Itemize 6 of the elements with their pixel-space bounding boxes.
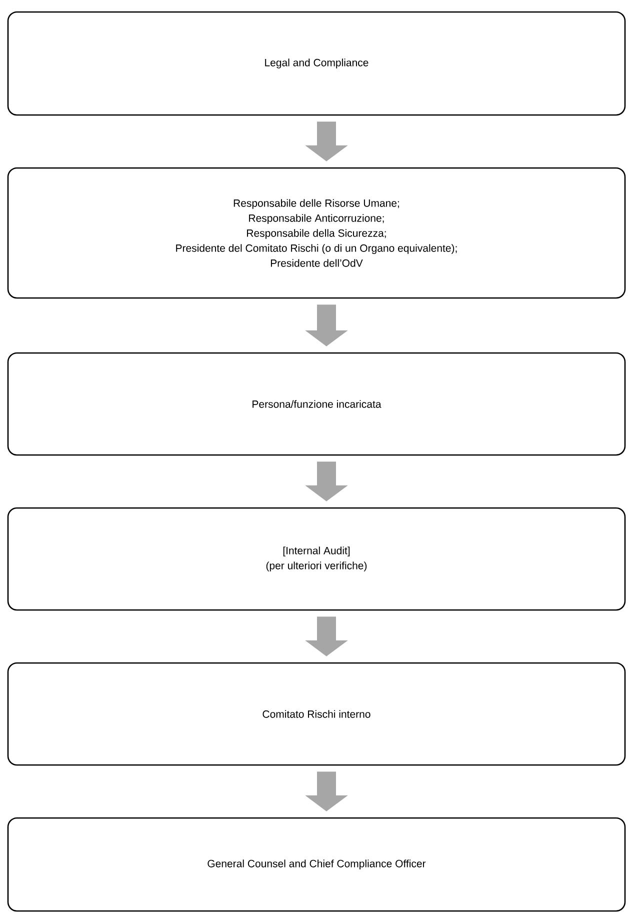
process-box: General Counsel and Chief Compliance Officer	[7, 817, 626, 912]
process-box: Persona/funzione incaricata	[7, 352, 626, 456]
process-box: Comitato Rischi interno	[7, 662, 626, 766]
process-box: Responsabile delle Risorse Umane; Responsabile Anticorruzione; Responsabile della Sicurezza; Presidente del Comitato Rischi (o di un Organo equivalente); Presidente dell’OdV	[7, 167, 626, 299]
process-box: [Internal Audit] (per ulteriori verifiche)	[7, 507, 626, 611]
process-box: Legal and Compliance	[7, 11, 626, 116]
